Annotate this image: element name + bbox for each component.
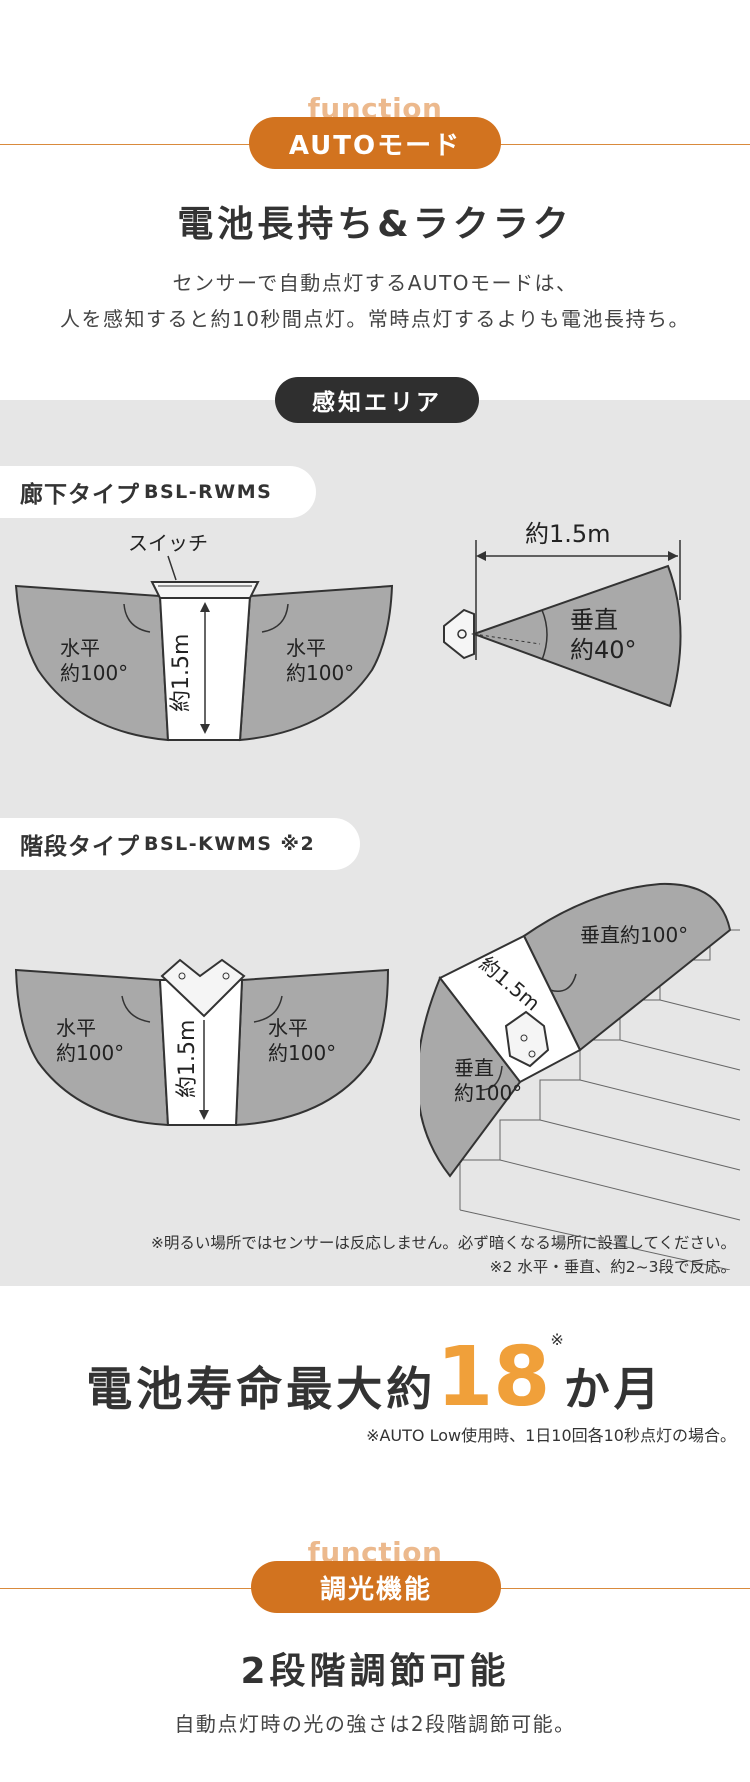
auto-mode-pill: AUTOモード — [249, 117, 501, 169]
dimming-title: 2段階調節可能 — [240, 1651, 510, 1692]
note-response-range: ※2 水平・垂直、約2~3段で反応。 — [489, 1258, 737, 1276]
battery-life-heading: 電池寿命最大約18※ か月 — [0, 1330, 750, 1425]
lower-angle-label-2: 約100° — [454, 1081, 522, 1105]
stairs-center-label: 約1.5m — [175, 1020, 200, 1098]
corridor-model: BSL-RWMS — [144, 481, 273, 503]
upper-detection-fan — [522, 882, 732, 1052]
side-distance-label: 約1.5m — [525, 520, 611, 548]
stairs-left-label-1: 水平 — [56, 1016, 96, 1040]
right-angle-label-2: 約100° — [286, 661, 354, 685]
battery-life-mark: ※ — [550, 1330, 564, 1349]
corridor-top-view-diagram: スイッチ 水平 約100° 水平 約100° 約1.5m — [14, 531, 394, 742]
vertical-angle-label-1: 垂直 — [570, 606, 618, 634]
left-angle-label-1: 水平 — [60, 636, 100, 660]
description-line-1: センサーで自動点灯するAUTOモードは、 — [172, 271, 578, 295]
stairs-right-label-1: 水平 — [268, 1016, 308, 1040]
upper-angle-label: 垂直約100° — [580, 923, 688, 947]
sensor-device — [443, 608, 475, 660]
lower-detection-fan — [420, 976, 522, 1178]
right-angle-label-1: 水平 — [286, 636, 326, 660]
section-title: 電池長持ち&ラクラク — [177, 204, 573, 245]
switch-label: スイッチ — [128, 531, 208, 555]
stairs-side-view-diagram: 垂直約100° 約1.5m 垂直 約100° — [420, 882, 741, 1270]
stairs-left-fan — [14, 968, 170, 1127]
stairs-right-label-2: 約100° — [268, 1041, 336, 1065]
left-detection-fan — [14, 584, 170, 742]
dimming-pill: 調光機能 — [251, 1561, 501, 1613]
battery-life-prefix: 電池寿命最大約 — [86, 1362, 437, 1416]
switch-device — [150, 581, 260, 599]
vertical-detection-cone — [471, 564, 682, 708]
left-angle-label-2: 約100° — [60, 661, 128, 685]
battery-life-number: 18 — [436, 1330, 551, 1425]
dimming-description: 自動点灯時の光の強さは2段階調節可能。 — [174, 1712, 576, 1736]
battery-life-suffix: か月 — [563, 1362, 664, 1416]
stairs-left-label-2: 約100° — [56, 1041, 124, 1065]
lower-angle-label-1: 垂直 — [454, 1056, 494, 1080]
stairs-right-fan — [234, 968, 390, 1127]
corridor-type-label: 廊下タイプ — [20, 482, 140, 508]
note-brightness: ※明るい場所ではセンサーは反応しません。必ず暗くなる場所に設置してください。 — [150, 1234, 736, 1252]
battery-life-note: ※AUTO Low使用時、1日10回各10秒点灯の場合。 — [366, 1426, 736, 1445]
description-line-2: 人を感知すると約10秒間点灯。常時点灯するよりも電池長持ち。 — [59, 307, 691, 331]
stairs-type-tab: 階段タイプ BSL-KWMS ※2 — [0, 818, 360, 870]
corridor-side-view-diagram: 約1.5m 垂直 約40° — [443, 520, 682, 708]
stairs-type-label: 階段タイプ — [20, 834, 140, 860]
corridor-type-tab: 廊下タイプ BSL-RWMS — [0, 466, 316, 518]
stairs-model: BSL-KWMS ※2 — [144, 833, 316, 855]
vertical-angle-label-2: 約40° — [570, 636, 637, 664]
stairs-top-view-diagram: 水平 約100° 水平 約100° 約1.5m — [14, 958, 390, 1127]
center-distance-label: 約1.5m — [169, 634, 194, 712]
detection-area-pill: 感知エリア — [275, 377, 479, 423]
